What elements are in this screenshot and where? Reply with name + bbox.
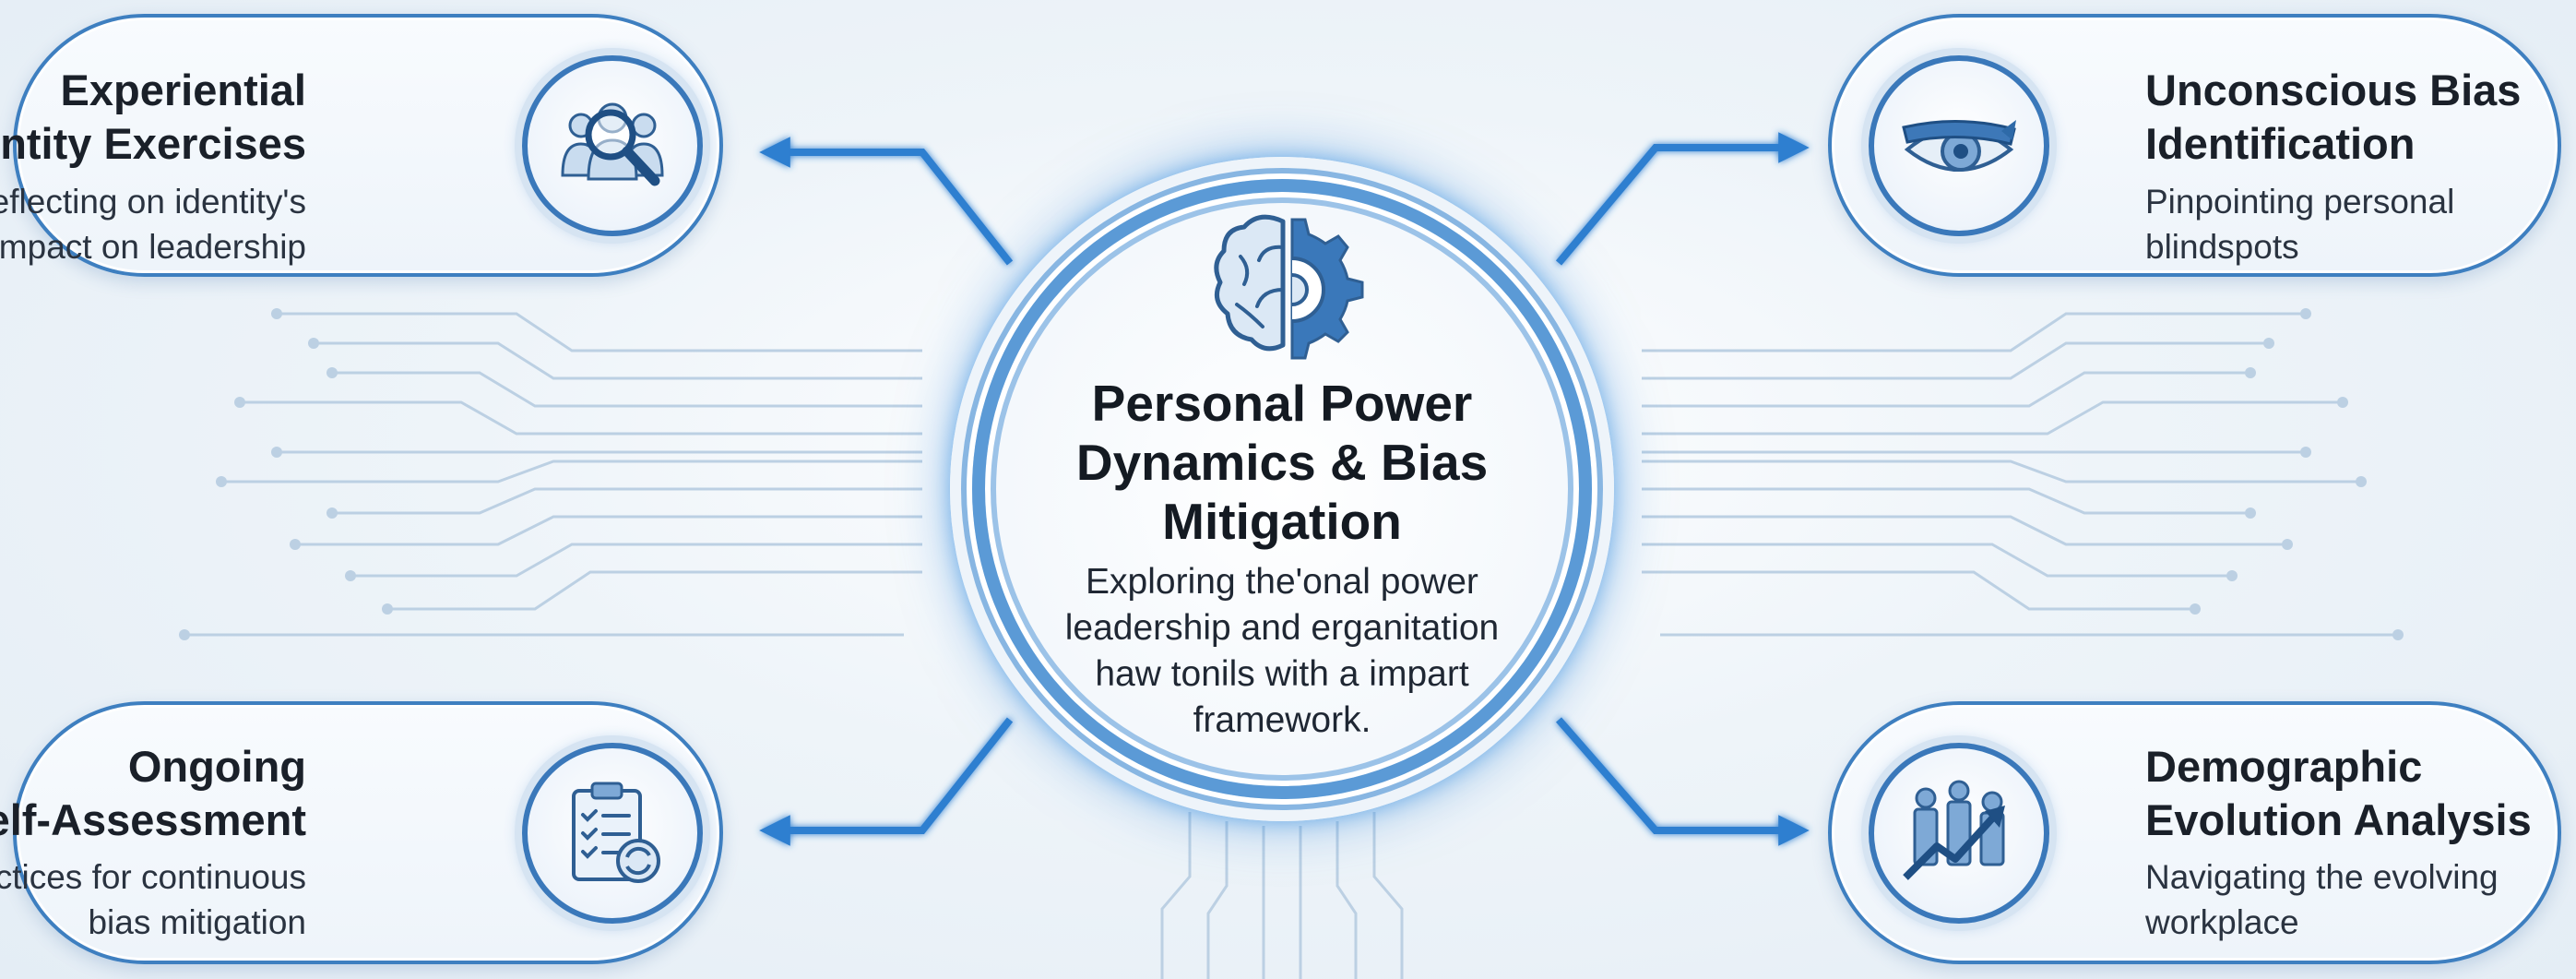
connectors (759, 132, 1810, 846)
brain-gear-icon (1214, 214, 1364, 360)
node-description: Pinpointing personal blindspots (2145, 183, 2455, 266)
circuit-traces-left (184, 312, 922, 637)
blindfolded-eye-icon (1902, 120, 2016, 172)
central-hub-description: Exploring the'onal power leadership and … (1064, 562, 1500, 740)
node-description: Navigating the evolving workplace (2145, 858, 2499, 941)
node-ongoing-self-assessment: Ongoing Self-Assessment Practices for co… (0, 701, 723, 964)
icon-ring (522, 55, 703, 236)
connector-bottom-left (759, 717, 1014, 846)
central-hub-title: Personal Power Dynamics & Bias Mitigatio… (1075, 375, 1489, 550)
node-demographic-evolution-analysis: Demographic Evolution Analysis Navigatin… (1828, 701, 2561, 964)
people-growth-chart-icon (1903, 780, 2005, 880)
node-description: Practices for continuous bias mitigation (0, 858, 306, 941)
node-title: Demographic Evolution Analysis (2145, 742, 2532, 844)
clipboard-checklist-icon (572, 782, 660, 883)
node-title: Unconscious Bias Identification (2145, 66, 2522, 168)
connector-top-right (1555, 132, 1810, 266)
node-description: Reflecting on identity's impact on leade… (0, 183, 306, 266)
node-title: Experiential Identity Exercises (0, 66, 306, 168)
node-experiential-identity-exercises: Experiential Identity Exercises Reflecti… (0, 14, 723, 277)
icon-ring (1869, 743, 2049, 924)
people-magnifier-icon (561, 102, 664, 186)
node-unconscious-bias-identification: Unconscious Bias Identification Pinpoint… (1828, 14, 2561, 277)
icon-ring (1869, 55, 2049, 236)
connector-top-left (759, 137, 1014, 266)
circuit-traces-bottom (1160, 812, 1404, 979)
connector-bottom-right (1555, 717, 1810, 846)
node-title: Ongoing Self-Assessment (0, 742, 306, 844)
circuit-traces-right (1642, 312, 2398, 637)
icon-ring (522, 743, 703, 924)
